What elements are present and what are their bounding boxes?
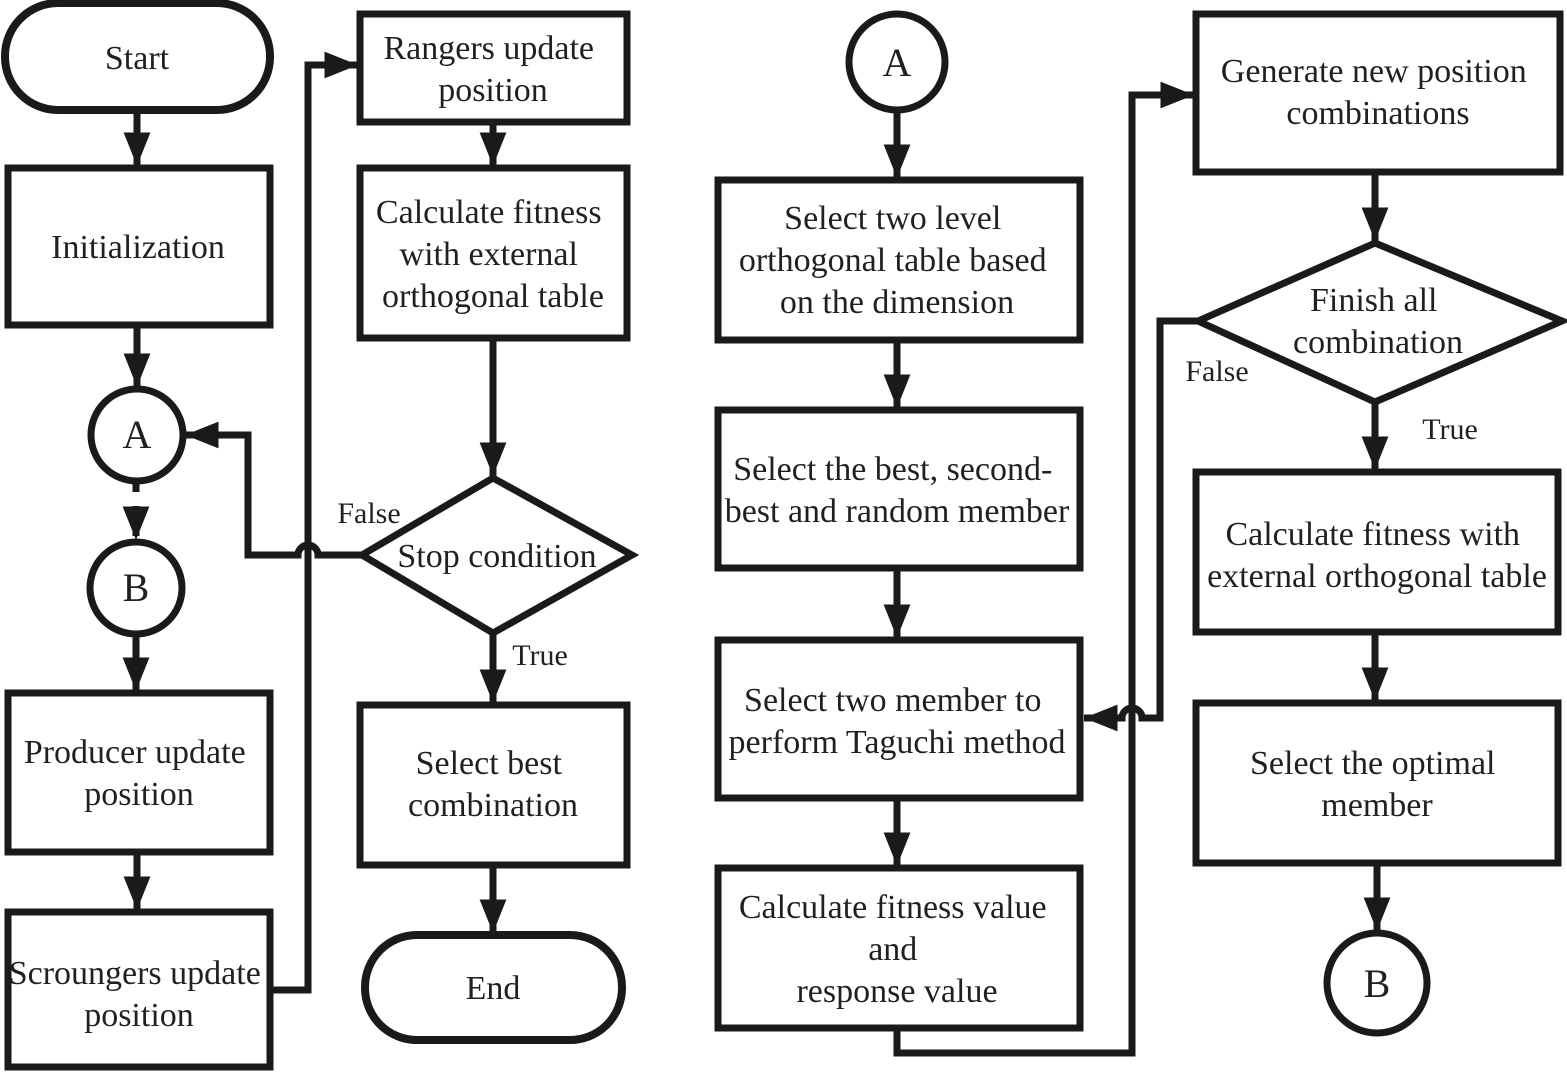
finish-all-combination-label: Finish all combination bbox=[1293, 282, 1463, 361]
node-start: Start bbox=[1, 0, 274, 114]
node-scroungers-update: Scroungers update position bbox=[4, 908, 274, 1071]
connector-b-right-shape bbox=[1323, 929, 1431, 1037]
edges bbox=[122, 51, 1391, 1057]
select-two-member-label: Select two member to perform Taguchi met… bbox=[729, 682, 1066, 761]
finish-true-branch-label: True bbox=[1422, 413, 1478, 446]
connector-b-right: B bbox=[1323, 929, 1431, 1037]
start-terminator-shape bbox=[1, 0, 274, 114]
generate-new-position-label: Generate new position combinations bbox=[1221, 53, 1535, 132]
end-terminator-shape bbox=[361, 931, 626, 1044]
calculate-fitness-right-shape bbox=[1192, 468, 1562, 636]
node-select-optimal-member: Select the optimal member bbox=[1192, 699, 1562, 867]
select-optimal-member-shape bbox=[1192, 699, 1562, 867]
select-best-second-label: Select the best, second- best and random… bbox=[725, 451, 1070, 530]
connector-a-mid-shape bbox=[845, 10, 949, 114]
node-calculate-fitness-right: Calculate fitness with external orthogon… bbox=[1192, 468, 1562, 636]
connector-a-left: A bbox=[87, 385, 187, 485]
connector-b-left-label: B bbox=[123, 565, 150, 610]
calculate-fitness-value-shape bbox=[714, 864, 1084, 1032]
edge-stop-false-to-connector-a bbox=[185, 421, 362, 559]
connector-a-left-label: A bbox=[123, 412, 152, 457]
node-calculate-fitness-value: Calculate fitness value and response val… bbox=[714, 864, 1084, 1032]
generate-new-position-shape bbox=[1192, 10, 1564, 176]
start-label: Start bbox=[105, 40, 170, 77]
node-calculate-fitness-left: Calculate fitness with external orthogon… bbox=[356, 164, 631, 342]
node-select-best-combination: Select best combination bbox=[356, 701, 631, 869]
edge-finish-false-to-select-two-member bbox=[1084, 317, 1198, 732]
rangers-update-shape bbox=[356, 10, 631, 126]
finish-all-combination-diamond-shape bbox=[1189, 239, 1567, 406]
node-stop-condition: Stop condition bbox=[355, 473, 640, 638]
connector-b-left-shape bbox=[86, 538, 186, 638]
calculate-fitness-left-shape bbox=[356, 164, 631, 342]
stop-false-branch-label: False bbox=[337, 497, 400, 530]
node-finish-all-combination: Finish all combination bbox=[1189, 239, 1567, 406]
select-best-combination-shape bbox=[356, 701, 631, 869]
node-producer-update: Producer update position bbox=[4, 689, 274, 856]
node-select-two-level: Select two level orthogonal table based … bbox=[714, 176, 1084, 344]
select-optimal-member-label: Select the optimal member bbox=[1250, 745, 1504, 824]
select-best-second-shape bbox=[714, 406, 1084, 572]
select-two-level-label: Select two level orthogonal table based … bbox=[739, 200, 1055, 321]
stop-condition-diamond-shape bbox=[355, 473, 640, 638]
connector-a-mid-label: A bbox=[883, 40, 912, 85]
connector-b-left: B bbox=[86, 538, 186, 638]
initialization-shape bbox=[4, 164, 274, 329]
edge-calc-fitness-value-to-generate-loop bbox=[893, 81, 1194, 1057]
producer-update-label: Producer update position bbox=[24, 734, 254, 813]
node-select-best-second: Select the best, second- best and random… bbox=[714, 406, 1084, 572]
select-best-combination-label: Select best combination bbox=[408, 745, 578, 824]
edge-scroungers-to-rangers-loop bbox=[270, 51, 358, 994]
calculate-fitness-value-label: Calculate fitness value and response val… bbox=[739, 889, 1055, 1010]
node-generate-new-position: Generate new position combinations bbox=[1192, 10, 1564, 176]
end-label: End bbox=[466, 970, 521, 1007]
node-initialization: Initialization bbox=[4, 164, 274, 329]
connector-a-mid: A bbox=[845, 10, 949, 114]
select-two-level-shape bbox=[714, 176, 1084, 344]
select-two-member-shape bbox=[714, 636, 1084, 802]
calculate-fitness-left-label: Calculate fitness with external orthogon… bbox=[376, 194, 610, 315]
calculate-fitness-right-label: Calculate fitness with external orthogon… bbox=[1207, 516, 1547, 595]
connector-b-right-label: B bbox=[1364, 961, 1391, 1006]
initialization-label: Initialization bbox=[51, 229, 225, 266]
stop-condition-label: Stop condition bbox=[397, 538, 596, 575]
stop-true-branch-label: True bbox=[512, 639, 568, 672]
producer-update-shape bbox=[4, 689, 274, 856]
rangers-update-label: Rangers update position bbox=[383, 30, 602, 109]
connector-a-left-shape bbox=[87, 385, 187, 485]
node-select-two-member: Select two member to perform Taguchi met… bbox=[714, 636, 1084, 802]
node-end: End bbox=[361, 931, 626, 1044]
scroungers-update-shape bbox=[4, 908, 274, 1071]
scroungers-update-label: Scroungers update position bbox=[9, 955, 270, 1034]
node-rangers-update: Rangers update position bbox=[356, 10, 631, 126]
finish-false-branch-label: False bbox=[1185, 355, 1248, 388]
